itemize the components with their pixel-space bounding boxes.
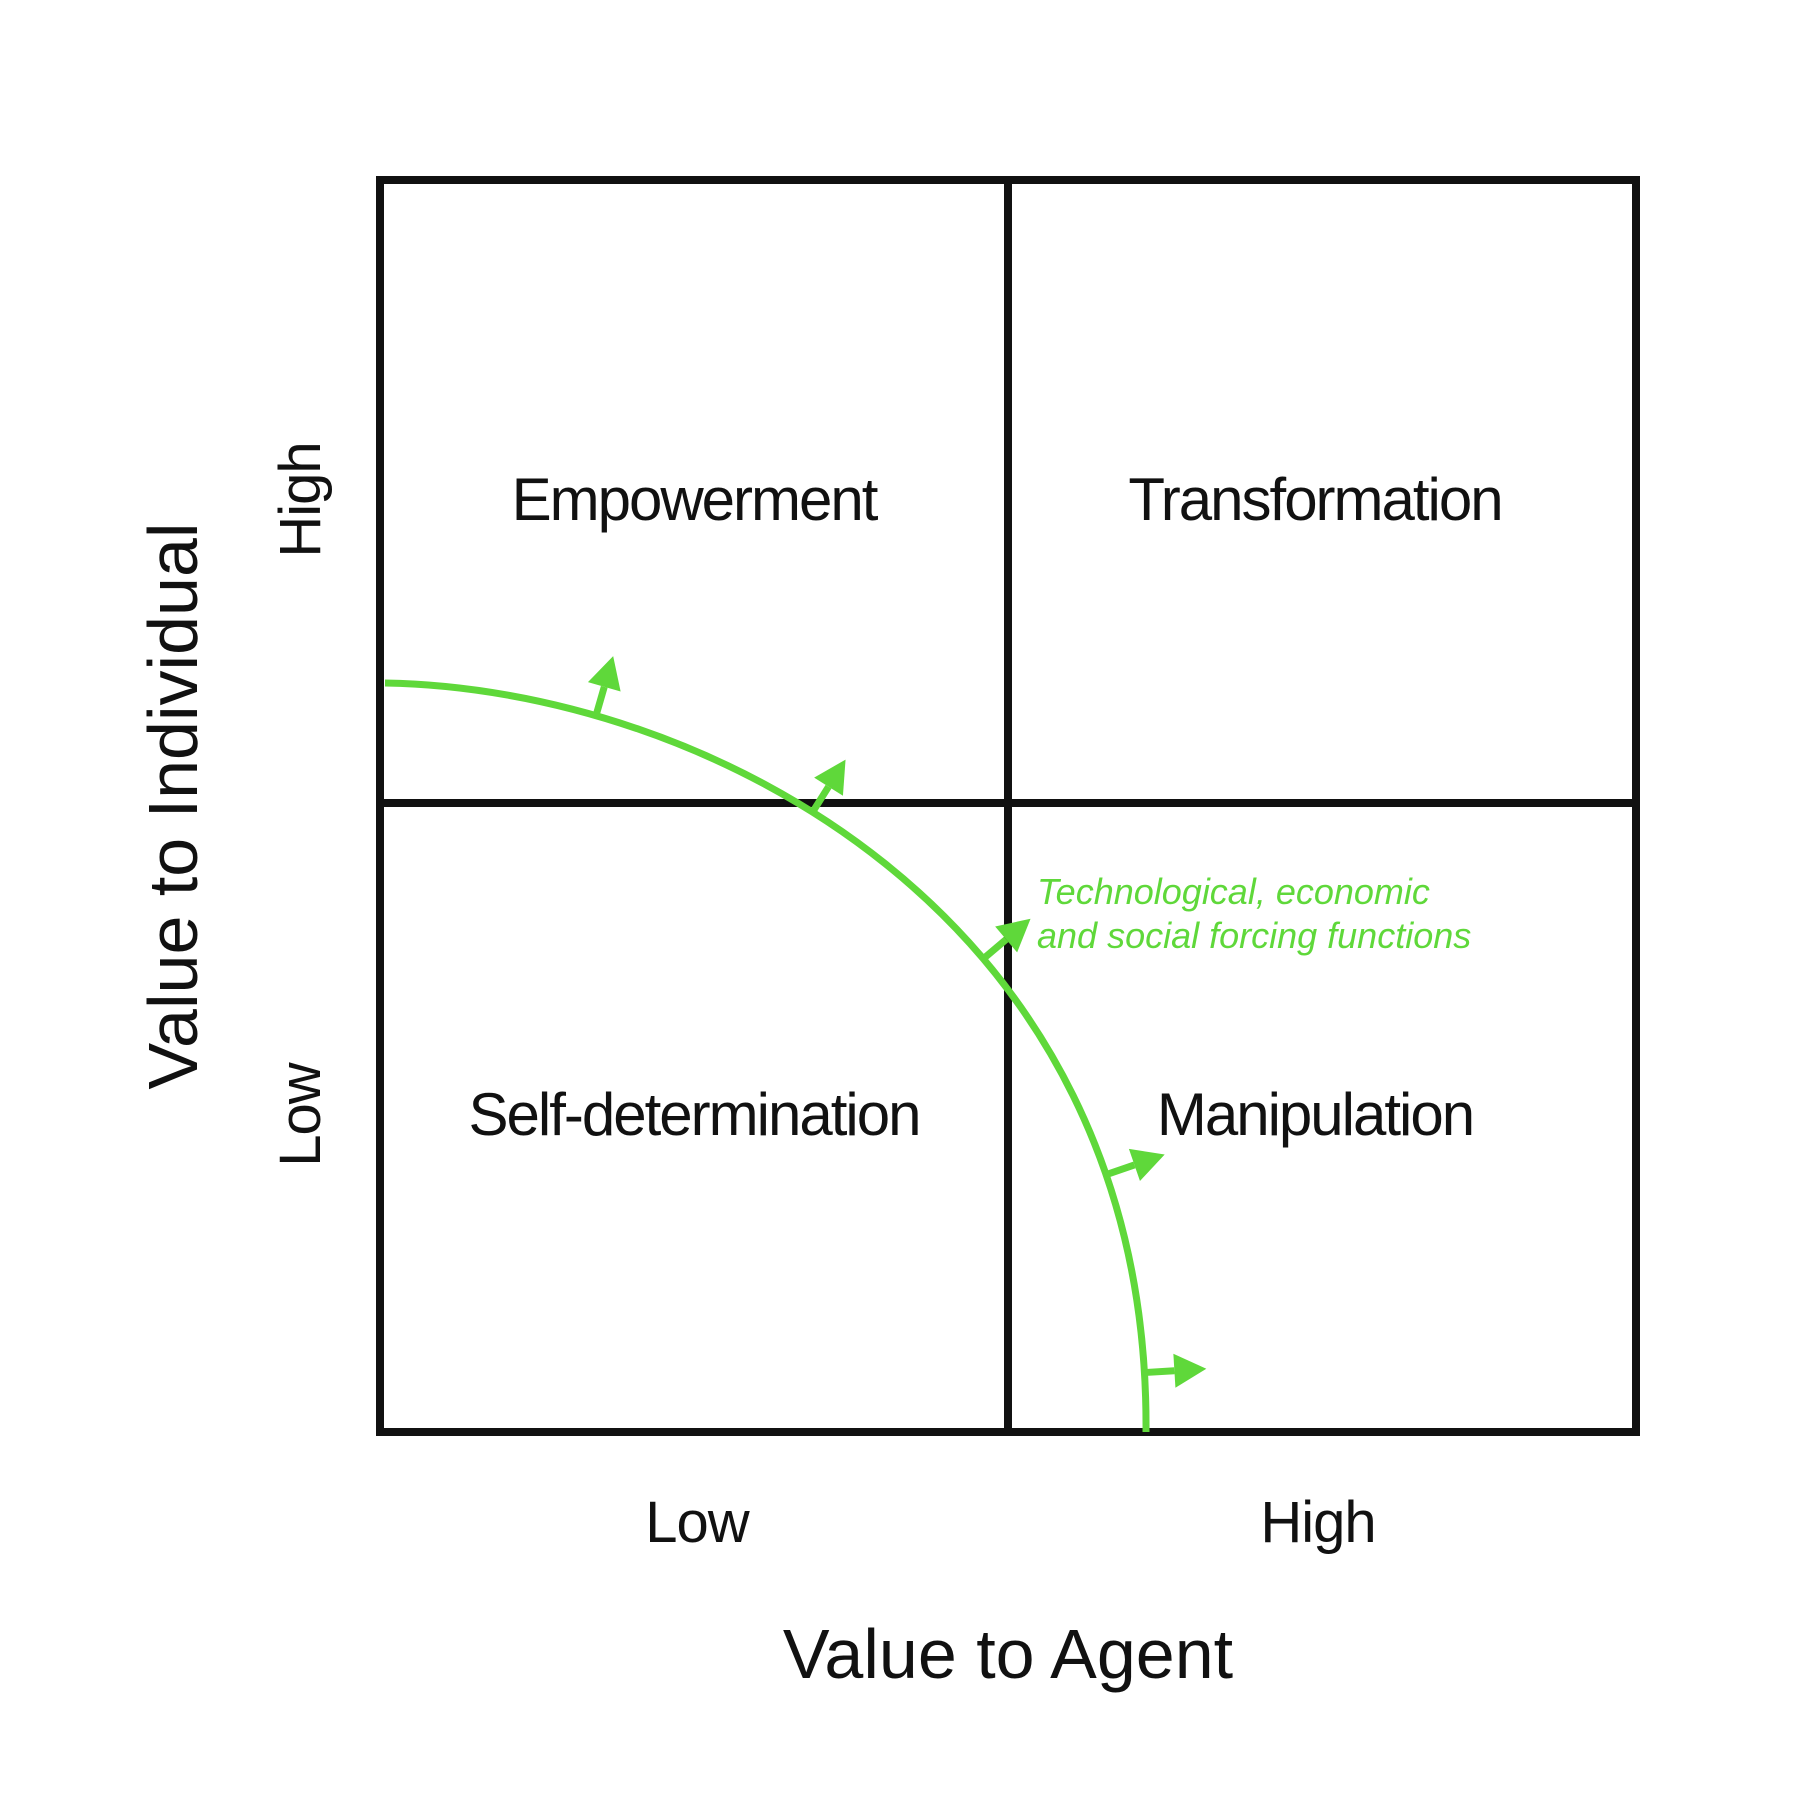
quadrant-label-transformation: Transformation <box>1128 466 1501 533</box>
forcing-arrow-head <box>814 759 846 796</box>
curve-annotation-line-1: Technological, economic <box>1037 871 1430 912</box>
x-tick-high: High <box>1260 1490 1375 1555</box>
forcing-arrow-shaft <box>592 685 608 717</box>
quadrant-label-self-determination: Self-determination <box>469 1081 920 1148</box>
forcing-arrow-shaft <box>1144 1367 1175 1377</box>
forcing-arrow-shaft <box>809 784 832 814</box>
x-tick-low: Low <box>645 1490 751 1555</box>
forcing-function-curve <box>384 679 1150 1433</box>
y-tick-low: Low <box>268 1061 333 1167</box>
curve-annotation-line-2: and social forcing functions <box>1037 915 1471 956</box>
quadrant-label-manipulation: Manipulation <box>1157 1081 1473 1148</box>
x-axis-title: Value to Agent <box>783 1615 1233 1693</box>
quadrant-label-empowerment: Empowerment <box>512 466 879 533</box>
forcing-arrows <box>587 656 1207 1388</box>
forcing-arrow-shaft <box>981 936 1009 962</box>
y-tick-high: High <box>268 442 333 557</box>
forcing-arrow-head <box>995 918 1031 953</box>
forcing-arrow-head <box>1128 1148 1165 1181</box>
forcing-arrow-head <box>1173 1353 1207 1388</box>
y-axis-title: Value to Individual <box>134 523 212 1090</box>
forcing-arrow-head <box>587 656 621 692</box>
forcing-arrow-shaft <box>1104 1161 1136 1178</box>
